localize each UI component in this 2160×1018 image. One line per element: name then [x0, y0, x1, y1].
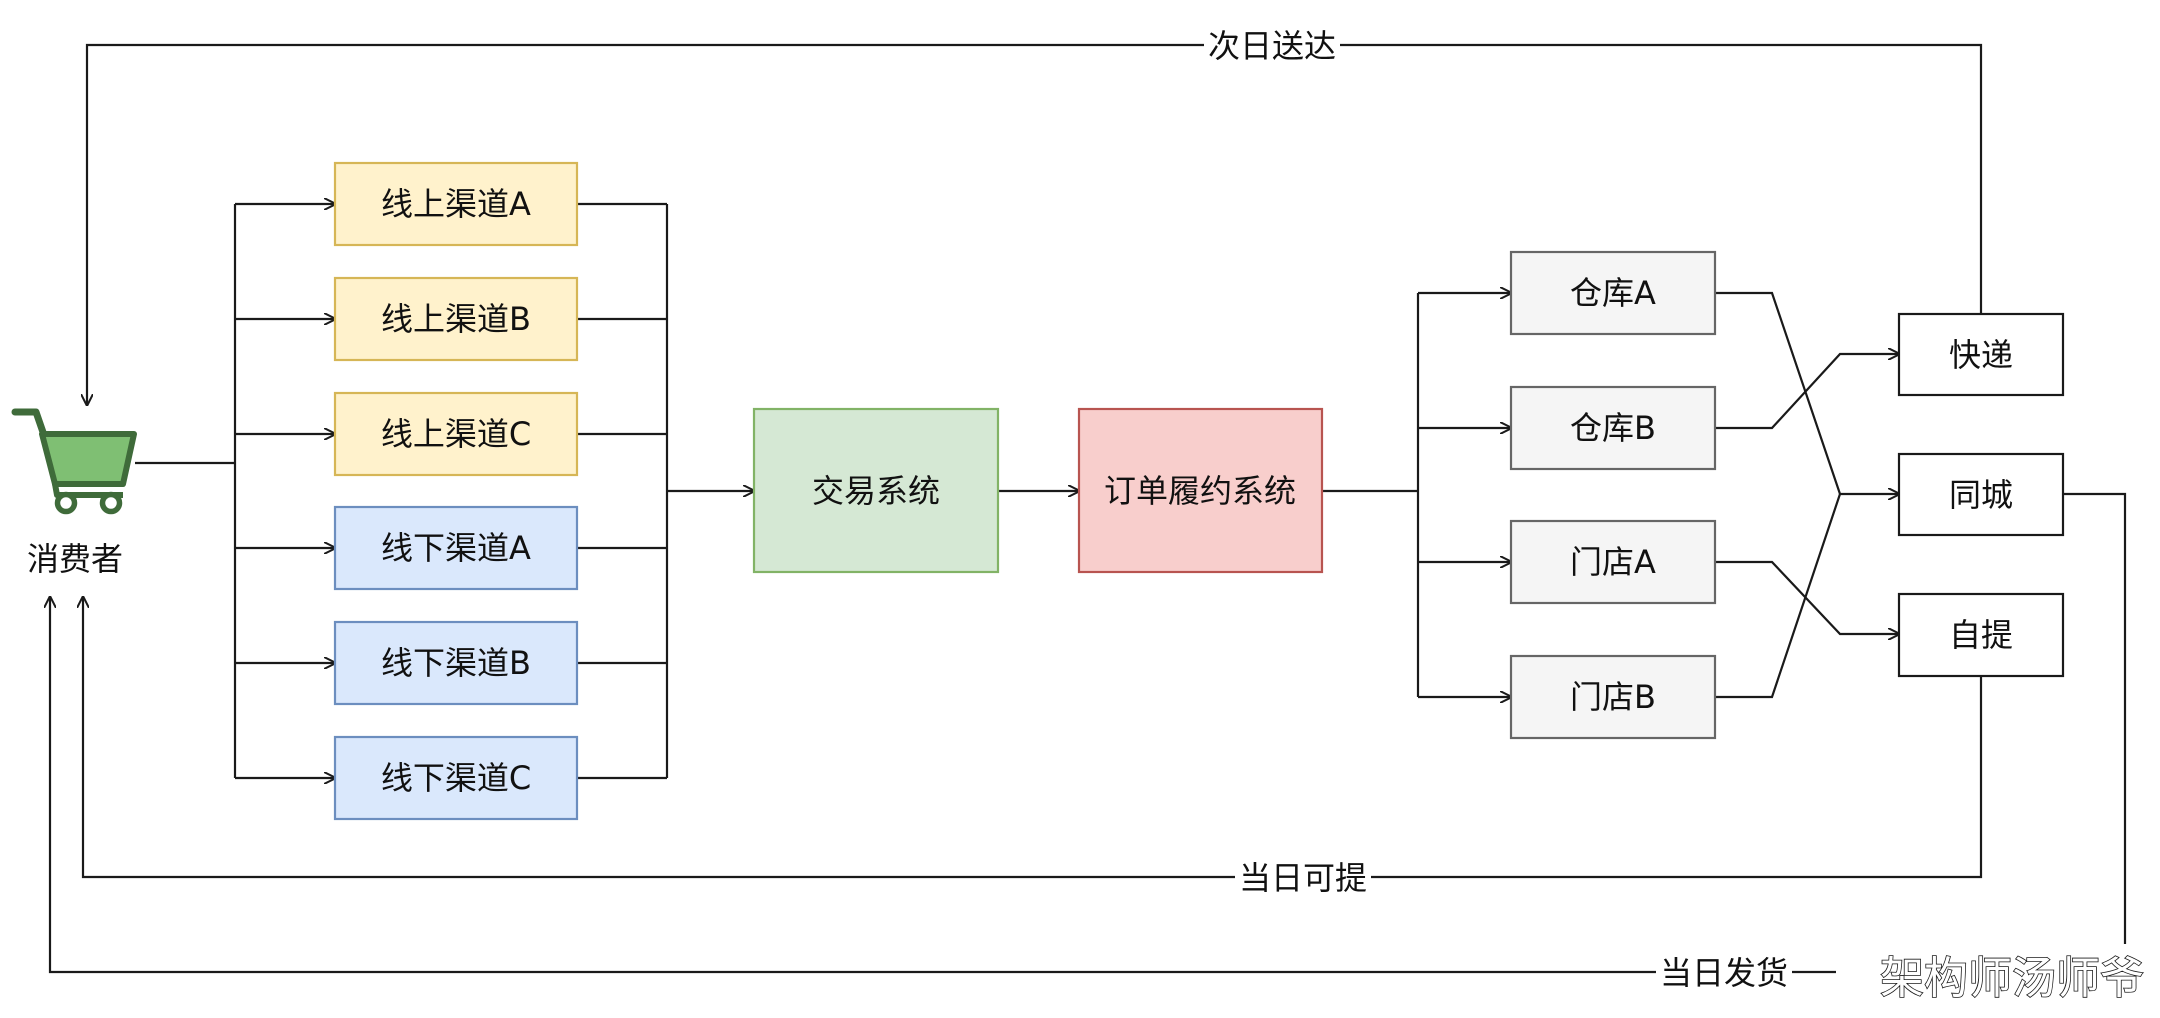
- warehouse-a-box[interactable]: [1509, 250, 1717, 336]
- consumer-label: 消费者: [27, 540, 123, 578]
- edge-warehouse-a-to-same-city: [1715, 291, 1899, 494]
- same-city-label: 同城: [1949, 476, 2013, 514]
- online-channel-c-box[interactable]: [333, 391, 579, 477]
- systems: 交易系统 订单履约系统: [752, 407, 1324, 574]
- warehouse-b-box[interactable]: [1509, 385, 1717, 471]
- express-label: 快递: [1949, 336, 2013, 374]
- online-channel-a-box[interactable]: [333, 161, 579, 247]
- next-day-label: 次日送达: [1208, 27, 1336, 65]
- offline-channel-b-box[interactable]: [333, 620, 579, 706]
- online-channels: 线上渠道A 线上渠道B 线上渠道C: [333, 161, 579, 477]
- same-day-ship-label-bg: [1656, 951, 1792, 993]
- online-channel-b-label: 线上渠道B: [381, 300, 531, 338]
- fulfillment-system-box[interactable]: [1077, 407, 1324, 574]
- online-channel-b-box[interactable]: [333, 276, 579, 362]
- fulfillment-system-label: 订单履约系统: [1104, 472, 1296, 510]
- online-channel-a-label: 线上渠道A: [381, 185, 531, 223]
- trade-system-label: 交易系统: [812, 472, 940, 510]
- watermark-bg: [1836, 944, 2150, 1004]
- warehouse-b-label: 仓库B: [1570, 409, 1656, 447]
- store-b-label: 门店B: [1570, 678, 1656, 716]
- online-channel-c-label: 线上渠道C: [381, 415, 531, 453]
- offline-channel-c-box[interactable]: [333, 735, 579, 821]
- offline-channel-a-box[interactable]: [333, 505, 579, 591]
- consumer-node: 消费者: [11, 408, 137, 578]
- warehouse-a-label: 仓库A: [1570, 274, 1656, 312]
- edge-warehouse-b-to-express: [1715, 354, 1899, 430]
- watermark: 架构师汤师爷: [1836, 944, 2150, 1005]
- watermark-text: 架构师汤师爷: [1880, 953, 2144, 1004]
- store-b-box[interactable]: [1509, 654, 1717, 740]
- edge-store-b-to-same-city: [1715, 493, 1842, 699]
- edge-pickup-to-consumer: [83, 597, 1983, 879]
- next-day-label-bg: [1204, 24, 1340, 66]
- edge-express-to-consumer: [87, 43, 1983, 405]
- offline-channel-a-label: 线下渠道A: [381, 529, 531, 567]
- shopping-cart-icon: [11, 408, 137, 515]
- offline-channels: 线下渠道A 线下渠道B 线下渠道C: [333, 505, 579, 821]
- fulfillment-sources: 仓库A 仓库B 门店A 门店B: [1509, 250, 1717, 740]
- offline-channel-c-label: 线下渠道C: [381, 759, 531, 797]
- edge-store-a-to-pickup: [1715, 560, 1899, 634]
- express-box[interactable]: [1897, 312, 2065, 397]
- store-a-label: 门店A: [1570, 543, 1656, 581]
- same-day-pickup-label: 当日可提: [1239, 859, 1367, 897]
- delivery-modes: 快递 同城 自提: [1897, 312, 2065, 678]
- offline-channel-b-label: 线下渠道B: [381, 644, 531, 682]
- same-day-ship-label: 当日发货: [1660, 954, 1788, 992]
- pickup-label: 自提: [1949, 616, 2013, 654]
- store-a-box[interactable]: [1509, 519, 1717, 605]
- same-day-pickup-label-bg: [1235, 856, 1371, 898]
- same-city-box[interactable]: [1897, 452, 2065, 537]
- edge-labels: 次日送达 当日可提 当日发货: [1204, 24, 1792, 993]
- pickup-box[interactable]: [1897, 592, 2065, 678]
- trade-system-box[interactable]: [752, 407, 1000, 574]
